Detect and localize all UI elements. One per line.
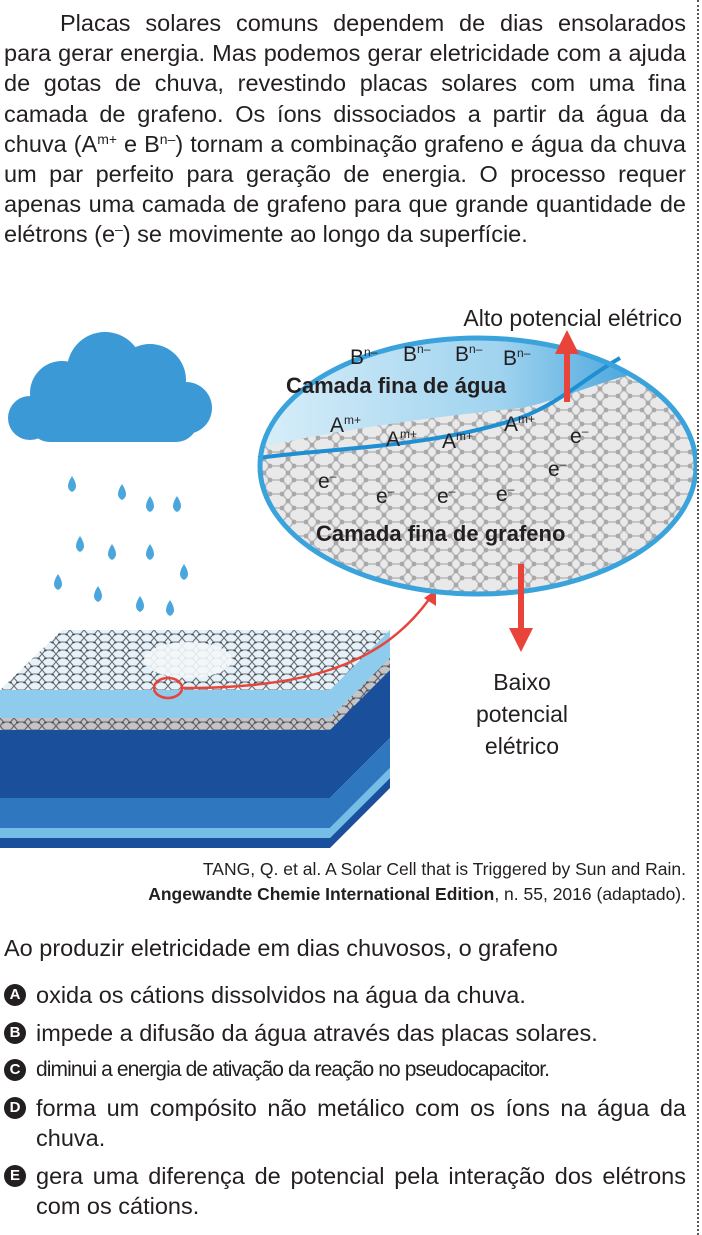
graphene-layer-label: Camada fina de grafeno [316,521,565,546]
low-potential-label: Baixo potencial elétrico [476,669,568,759]
svg-text:potencial: potencial [476,701,568,727]
option-a[interactable]: A oxida os cátions dissolvidos na água d… [4,980,686,1011]
svg-text:e–: e– [437,484,456,508]
high-potential-label: Alto potencial elétrico [463,305,682,331]
option-a-text: oxida os cátions dissolvidos na água da … [36,982,526,1008]
svg-text:elétrico: elétrico [485,733,559,759]
svg-text:Bn–: Bn– [455,342,483,366]
svg-text:Bn–: Bn– [503,346,531,370]
column-divider [697,0,699,1235]
question-stem: Ao produzir eletricidade em dias chuvoso… [4,935,558,961]
raindrops [54,476,188,616]
svg-text:Bn–: Bn– [403,342,431,366]
solar-graphene-figure: Alto potencial elétrico Camada fina de á… [0,298,697,848]
low-potential-arrow [509,564,533,652]
source-citation: TANG, Q. et al. A Solar Cell that is Tri… [148,859,686,904]
water-layer-label: Camada fina de água [286,373,507,398]
svg-text:e–: e– [318,469,337,493]
svg-text:e–: e– [376,484,395,508]
option-e[interactable]: E gera uma diferença de potencial pela i… [4,1161,686,1222]
svg-text:e–: e– [496,482,515,506]
svg-text:Bn–: Bn– [350,345,378,369]
option-d-text: forma um compósito não metálico com os í… [36,1094,686,1152]
option-b-letter: B [4,1021,26,1044]
magnified-view [257,335,697,597]
passage-text: Placas solares comuns dependem de dias e… [4,10,686,248]
option-d[interactable]: D forma um compósito não metálico com os… [4,1093,686,1154]
option-e-text: gera uma diferença de potencial pela int… [36,1162,686,1220]
option-a-letter: A [4,984,26,1006]
cation-labels: Am+ Am+ Am+ Am+ [330,412,535,453]
svg-text:Am+: Am+ [386,427,417,451]
svg-text:e–: e– [570,424,589,448]
option-c-text: diminui a energia de ativação da reação … [36,1058,550,1081]
figure-drawing: Alto potencial elétrico Camada fina de á… [0,305,697,848]
svg-text:Am+: Am+ [442,429,473,453]
electron-labels: e– e– e– e– e– e– [318,424,589,508]
option-e-letter: E [4,1164,26,1187]
solar-panel [0,590,436,848]
high-potential-arrow [555,330,579,402]
svg-text:Baixo: Baixo [493,669,551,695]
option-c-letter: C [4,1059,26,1081]
svg-text:Am+: Am+ [504,412,535,436]
option-c[interactable]: C diminui a energia de ativação da reaçã… [4,1055,686,1086]
option-d-letter: D [4,1096,26,1119]
anion-labels: Bn– Bn– Bn– Bn– [350,342,531,370]
cloud-icon [8,332,212,442]
svg-text:Am+: Am+ [330,413,361,437]
answer-options: A oxida os cátions dissolvidos na água d… [4,980,686,1229]
option-b-text: impede a difusão da água através das pla… [36,1019,598,1046]
option-b[interactable]: B impede a difusão da água através das p… [4,1018,686,1049]
svg-text:e–: e– [548,457,567,481]
